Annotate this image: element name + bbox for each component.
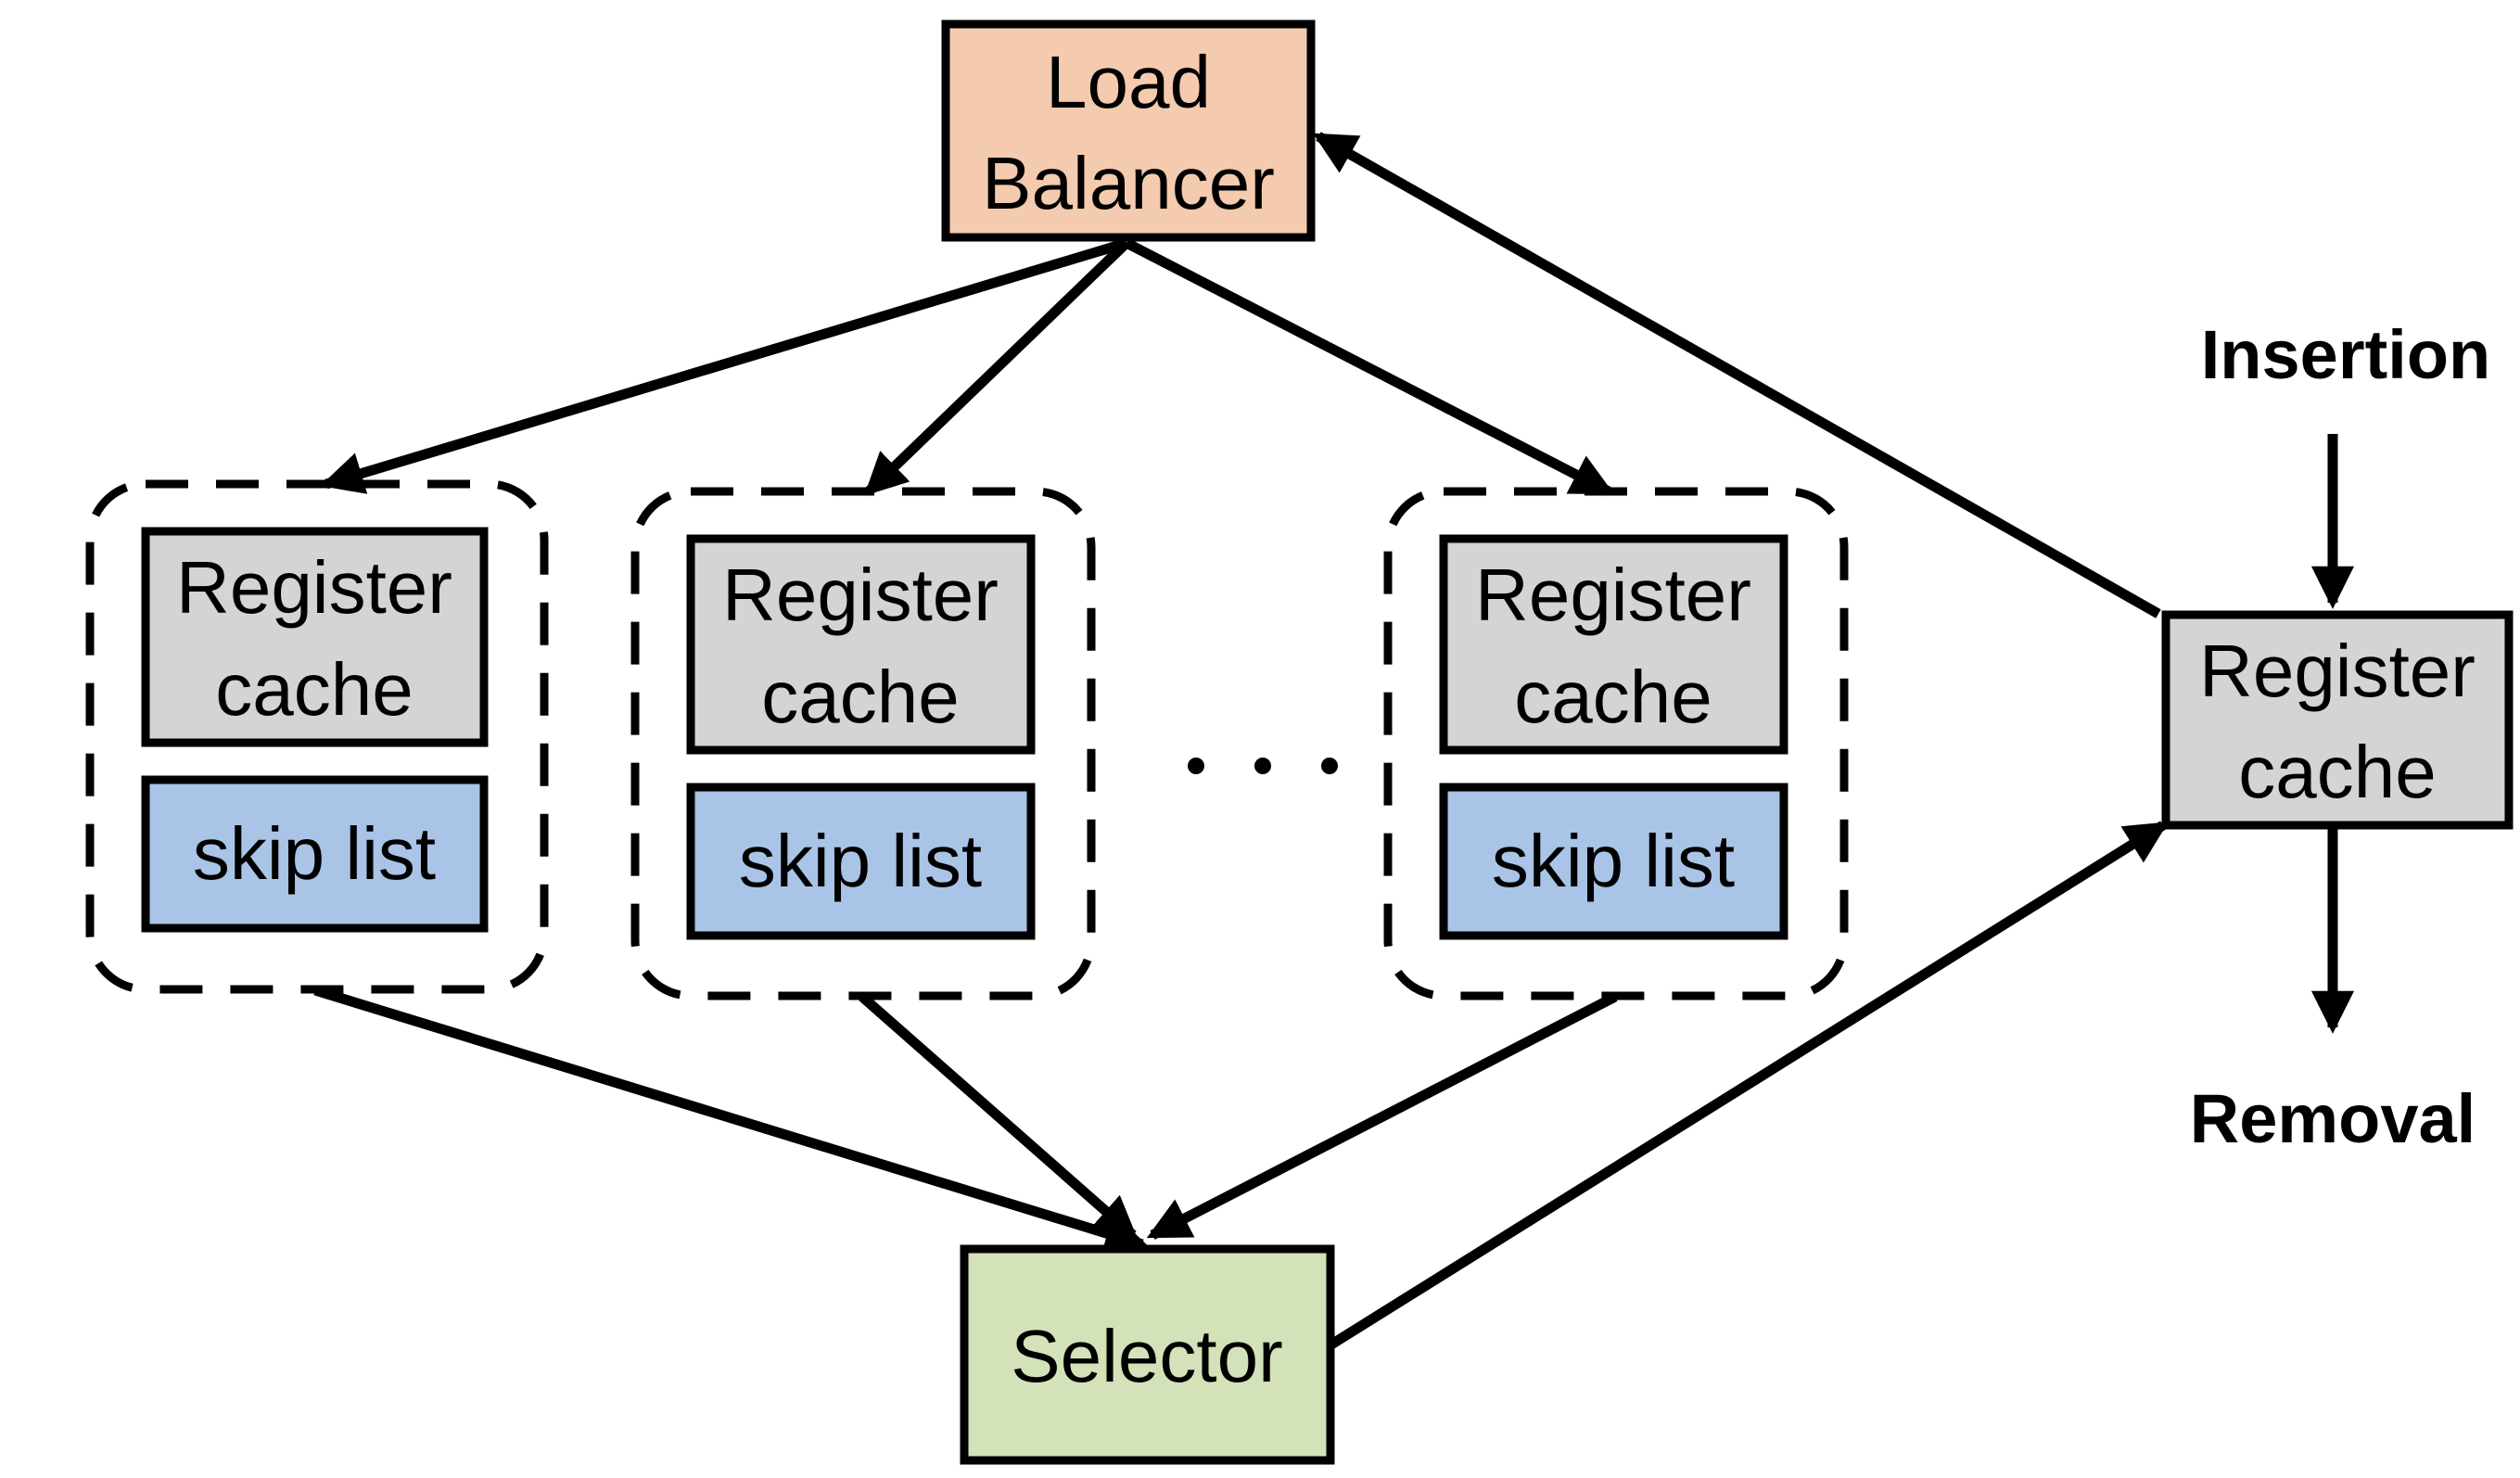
selector-label: Selector <box>1011 1315 1282 1397</box>
arrow-group-2-to-selector <box>859 992 1139 1240</box>
worker-group-1-frame <box>85 479 549 994</box>
ellipsis-dot-2 <box>1254 758 1271 774</box>
group-2-register-cache-box <box>686 534 1036 755</box>
global-register-cache-box <box>2161 610 2514 830</box>
group-2-register-cache-label-line2: cache <box>761 656 959 738</box>
selector: Selector <box>960 1244 1335 1465</box>
group-3-skip-list-box <box>1439 783 1788 940</box>
group-2-skip-list-label: skip list <box>739 820 982 902</box>
load-balancer-label-line1: Load <box>1046 41 1211 123</box>
group-2-skip-list-box <box>686 783 1036 940</box>
arrow-register-cache-to-balancer <box>1312 132 2161 618</box>
global-register-cache: Register cache <box>2161 610 2514 830</box>
group-3-register-cache-label-line2: cache <box>1514 656 1712 738</box>
worker-group-2: Register cache skip list <box>630 487 1096 1000</box>
arrow-balancer-to-group-3 <box>1124 238 1615 496</box>
group-1-register-cache-box <box>141 527 489 747</box>
load-balancer-box <box>941 19 1316 242</box>
worker-group-3-frame <box>1383 487 1849 1000</box>
worker-group-2-frame <box>630 487 1096 1000</box>
load-balancer: Load Balancer <box>941 19 1316 242</box>
arrow-balancer-to-group-2 <box>864 239 1130 496</box>
load-balancer-label-line2: Balancer <box>982 142 1275 224</box>
global-register-cache-label-line2: cache <box>2238 731 2436 813</box>
group-1-skip-list-label: skip list <box>193 812 436 895</box>
worker-group-1: Register cache skip list <box>85 479 549 994</box>
worker-group-3: Register cache skip list <box>1383 487 1849 1000</box>
arrow-balancer-to-group-1 <box>320 237 1128 494</box>
group-3-register-cache-box <box>1439 534 1788 755</box>
group-1-skip-list-box <box>141 775 489 933</box>
ellipsis: ... <box>1188 758 1338 774</box>
arrows <box>313 132 2355 1354</box>
arrow-group-1-to-selector <box>313 985 1149 1255</box>
insertion-label: Insertion <box>2201 316 2490 393</box>
group-1-register-cache-label-line1: Register <box>176 546 452 629</box>
global-register-cache-label-line1: Register <box>2199 630 2475 712</box>
arrow-selector-to-register-cache <box>1321 821 2169 1354</box>
arrow-group-3-to-selector <box>1146 992 1618 1240</box>
ellipsis-dot-3 <box>1321 758 1338 774</box>
removal-label: Removal <box>2190 1080 2475 1157</box>
group-1-register-cache-label-line2: cache <box>215 648 413 731</box>
group-3-skip-list-label: skip list <box>1492 820 1735 902</box>
ellipsis-dot-1 <box>1188 758 1204 774</box>
selector-box <box>960 1244 1335 1465</box>
group-2-register-cache-label-line1: Register <box>722 554 999 636</box>
group-3-register-cache-label-line1: Register <box>1475 554 1751 636</box>
